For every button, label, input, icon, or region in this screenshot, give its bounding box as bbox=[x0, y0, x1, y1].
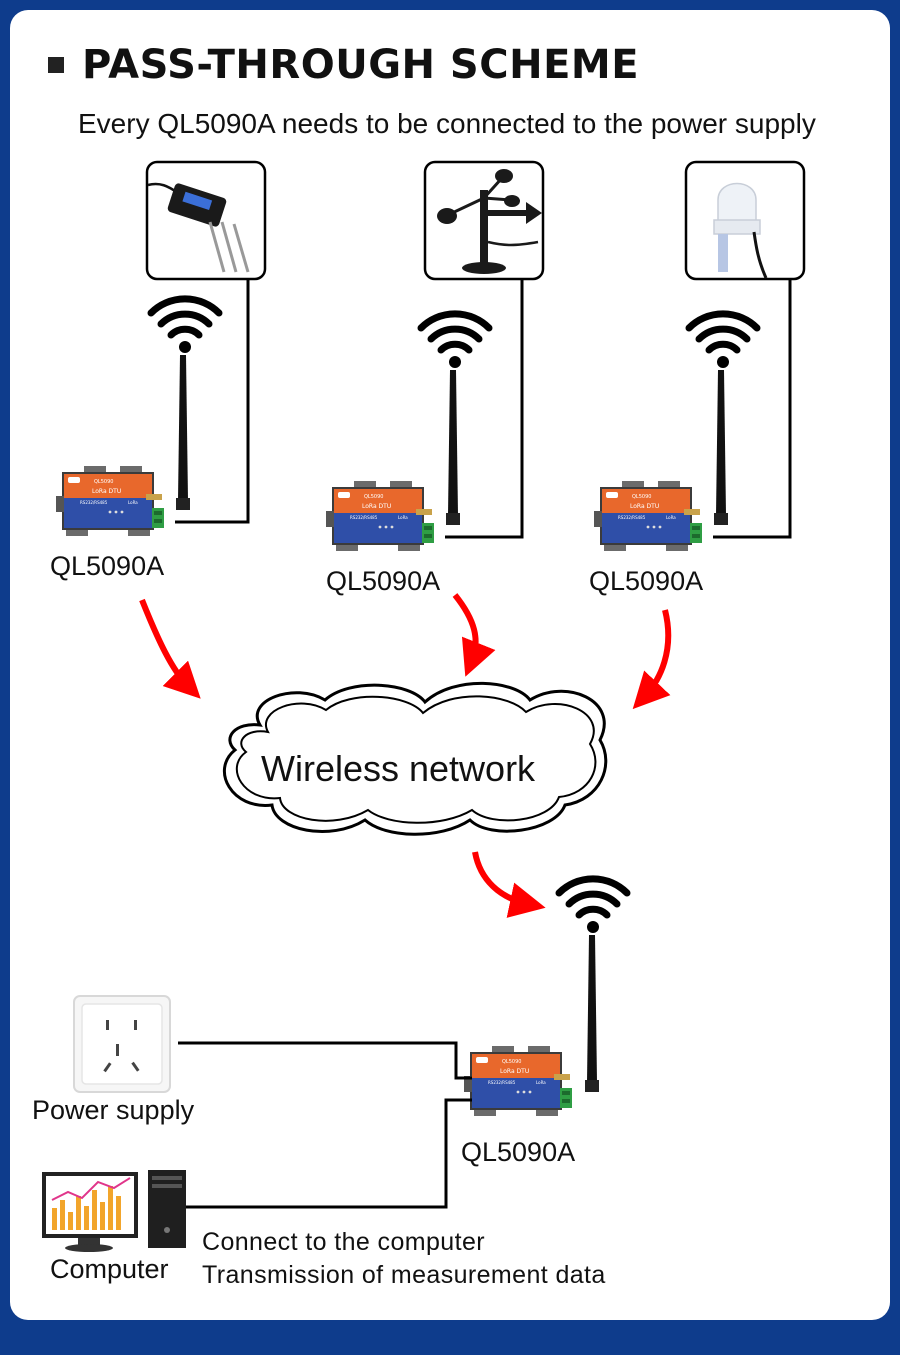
wifi-signal-icon bbox=[689, 314, 757, 368]
power-cable bbox=[178, 1041, 472, 1080]
page-subtitle: Every QL5090A needs to be connected to t… bbox=[78, 108, 816, 139]
wifi-signal-icon bbox=[151, 299, 219, 353]
antenna-icon bbox=[176, 355, 190, 510]
computer-note-line1: Connect to the computer bbox=[202, 1228, 485, 1256]
antenna-icon bbox=[585, 935, 599, 1092]
arrow-network-to-receiver bbox=[472, 851, 546, 918]
wifi-signal-icon bbox=[559, 879, 627, 933]
arrow-node3-to-network bbox=[632, 609, 672, 710]
device-label-receiver: QL5090A bbox=[461, 1137, 576, 1167]
dtu-device-receiver bbox=[464, 1046, 572, 1116]
receiver-node bbox=[464, 879, 627, 1116]
node-1 bbox=[56, 160, 267, 536]
wireless-network-cloud bbox=[222, 681, 608, 836]
sensor-cable-3 bbox=[713, 279, 792, 539]
node-3 bbox=[594, 160, 806, 551]
anemometer-icon bbox=[437, 169, 542, 274]
device-label-2: QL5090A bbox=[326, 566, 441, 596]
power-supply-label: Power supply bbox=[32, 1095, 195, 1125]
node-2 bbox=[326, 160, 545, 551]
computer-note-line2: Transmission of measurement data bbox=[202, 1261, 606, 1289]
antenna-icon bbox=[446, 370, 460, 525]
title-bullet bbox=[48, 57, 64, 73]
sensor-cable-1 bbox=[175, 279, 250, 524]
soil-sensor-icon bbox=[147, 182, 250, 273]
device-label-3: QL5090A bbox=[589, 566, 704, 596]
device-label-1: QL5090A bbox=[50, 551, 165, 581]
sensor-cable-2 bbox=[445, 279, 524, 539]
power-socket-icon bbox=[73, 995, 171, 1093]
network-label: Wireless network bbox=[261, 748, 536, 789]
scheme-diagram: QL5090 LoRa DTU RS232/RS485 LoRa bbox=[42, 160, 806, 1252]
arrow-node2-to-network bbox=[452, 593, 496, 677]
weather-sensor-icon bbox=[713, 182, 768, 279]
antenna-icon bbox=[714, 370, 728, 525]
arrow-node1-to-network bbox=[139, 598, 201, 699]
title-row: PASS-THROUGH SCHEME bbox=[48, 42, 639, 88]
computer-icon bbox=[42, 1170, 186, 1252]
computer-cable bbox=[186, 1098, 472, 1209]
diagram-panel: PASS-THROUGH SCHEME Every QL5090A needs … bbox=[10, 10, 890, 1320]
dtu-device-1 bbox=[56, 466, 164, 536]
wifi-signal-icon bbox=[421, 314, 489, 368]
computer-label: Computer bbox=[50, 1254, 169, 1284]
page-title: PASS-THROUGH SCHEME bbox=[82, 42, 640, 88]
dtu-device-2 bbox=[326, 481, 434, 551]
dtu-device-3 bbox=[594, 481, 702, 551]
